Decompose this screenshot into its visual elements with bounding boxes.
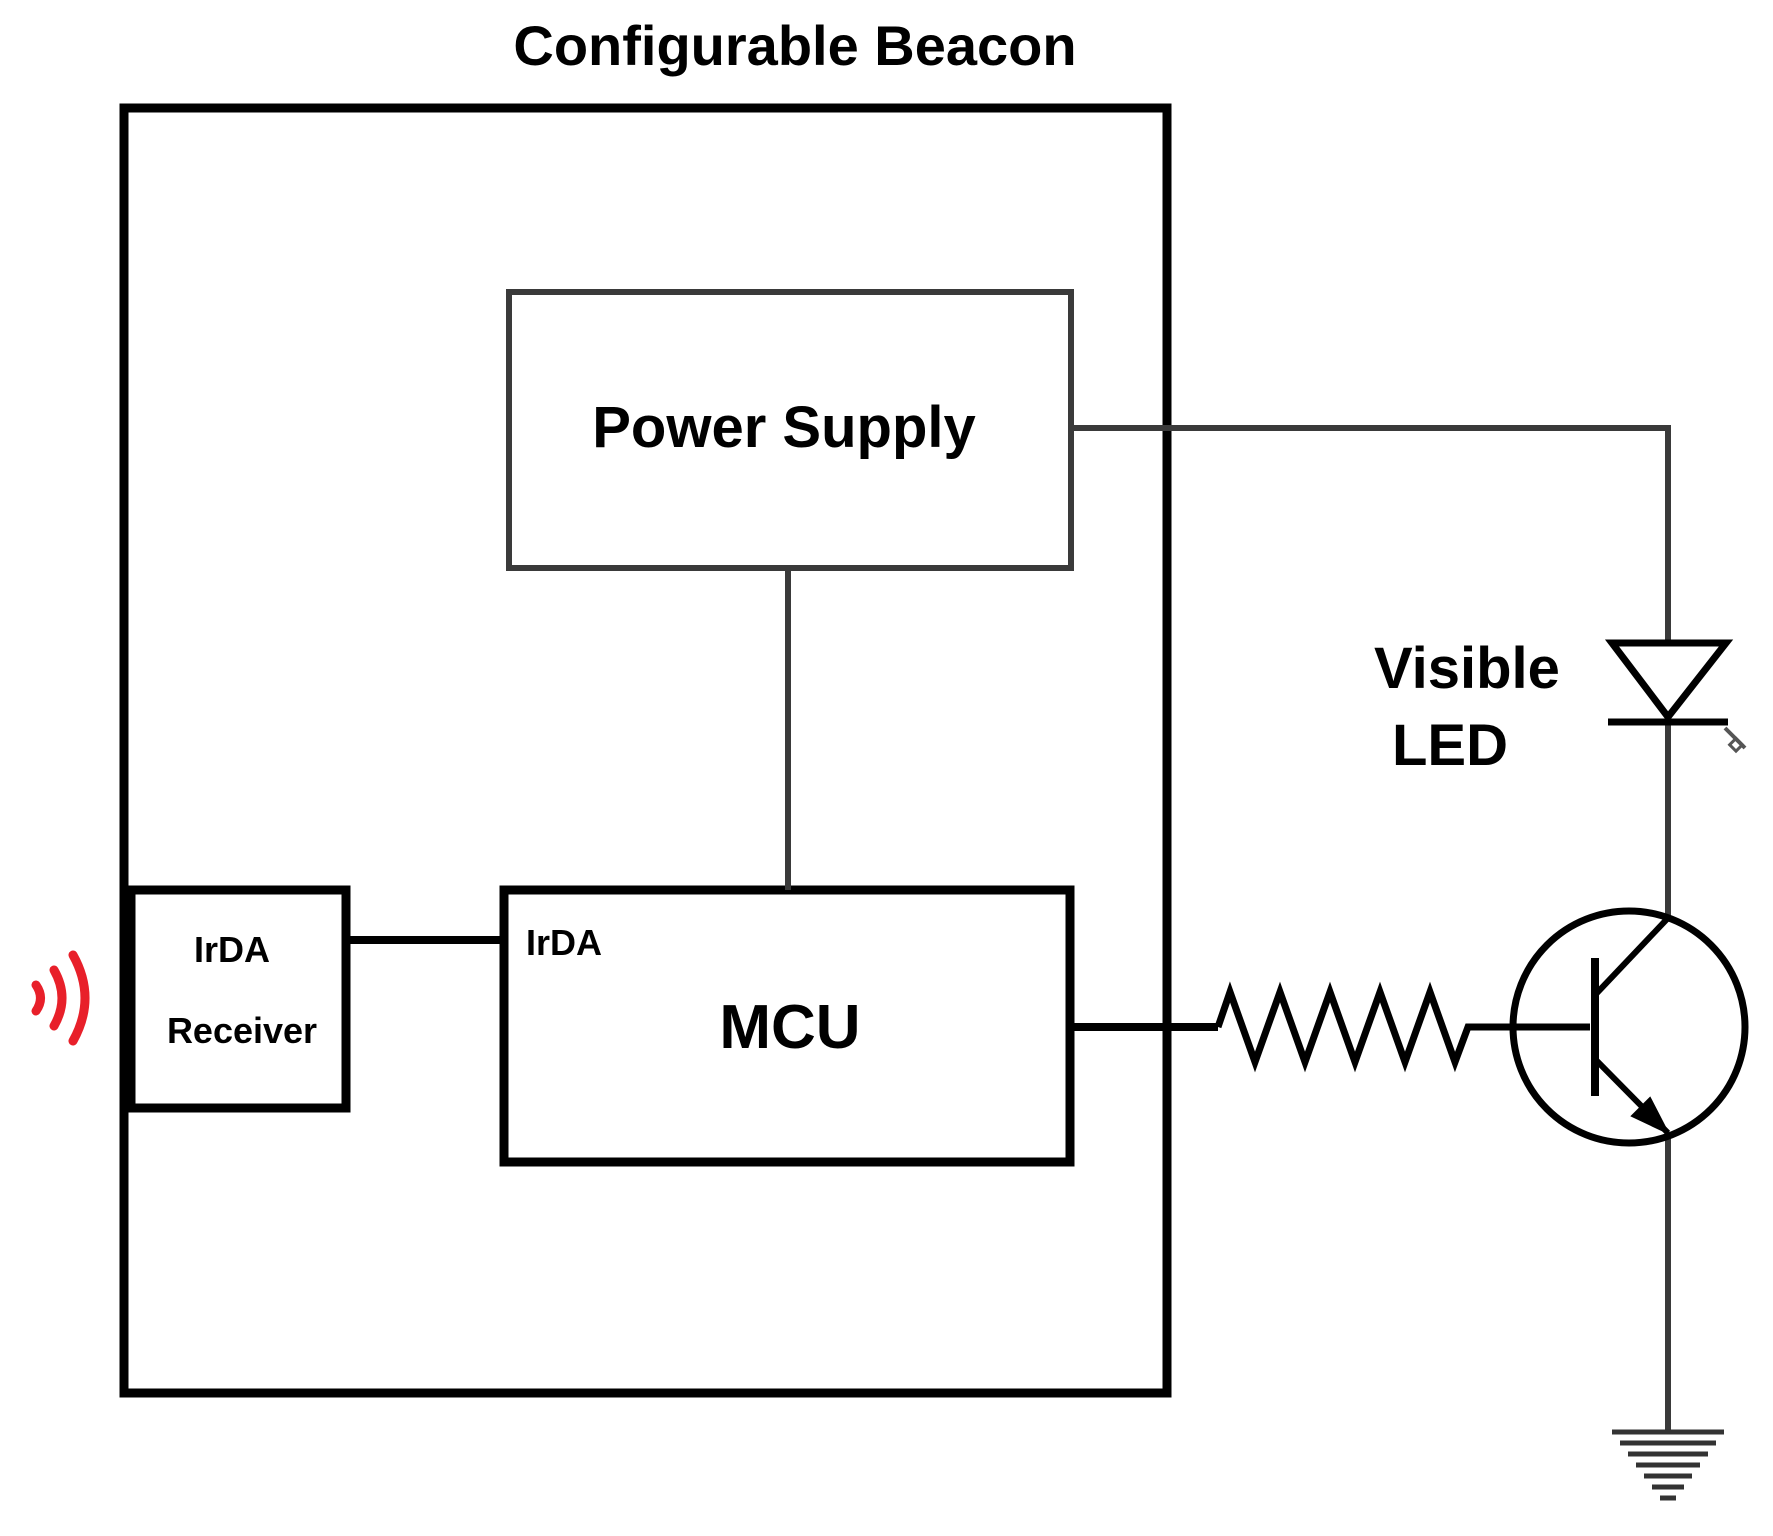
irda-receiver-label-line2: Receiver [167,1010,317,1051]
mcu-irda-port-label: IrDA [526,922,602,963]
mcu-label: MCU [719,993,860,1062]
ground-icon [1612,1429,1724,1501]
power-supply-block: Power Supply [506,289,1074,571]
wires-heavy [346,936,1218,1031]
led-label-line1: Visible [1374,636,1560,701]
ir-signal-icon [31,950,90,1046]
diagram-title: Configurable Beacon [513,14,1076,77]
led-icon [1604,639,1747,754]
beacon-enclosure [119,103,1172,1398]
wires [785,425,1671,1432]
irda-receiver-block: IrDA Receiver [126,885,351,1113]
led-label-line2: LED [1392,713,1508,778]
resistor-icon [1214,981,1590,1073]
power-supply-label: Power Supply [592,395,976,460]
irda-receiver-label-line1: IrDA [194,929,270,970]
mcu-block: IrDA MCU [499,885,1075,1167]
transistor-icon [1509,907,1749,1147]
